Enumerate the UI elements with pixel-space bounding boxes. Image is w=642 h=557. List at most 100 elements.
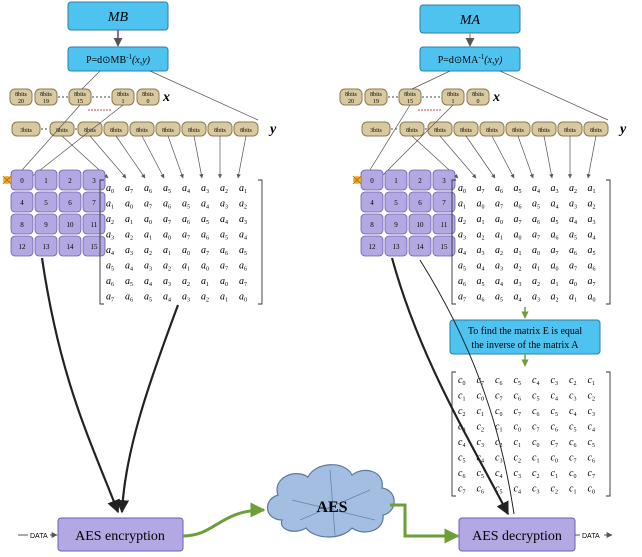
grid-cell-label: 12 [369, 243, 377, 251]
matrix-entry: c0 [532, 437, 539, 449]
matrix-entry: a7 [458, 292, 466, 304]
matrix-entry: a4 [569, 214, 577, 226]
grid-cell-label: 7 [442, 199, 446, 207]
matrix-entry: a2 [551, 292, 559, 304]
bit-index: 19 [373, 99, 379, 105]
matrix-entry: a4 [477, 261, 485, 273]
bit-cell [339, 88, 363, 106]
matrix-entry: a5 [532, 199, 540, 211]
matrix-entry: c6 [588, 453, 595, 465]
right-key-label: MA [459, 13, 481, 28]
left-cursor-icon [2, 175, 12, 185]
matrix-entry: c3 [569, 391, 576, 403]
matrix-entry: a2 [588, 199, 596, 211]
matrix-entry: a3 [182, 292, 190, 304]
matrix-entry: c5 [514, 375, 521, 387]
matrix-entry: a0 [458, 183, 466, 195]
matrix-entry: c1 [514, 437, 521, 449]
matrix-entry: a5 [514, 183, 522, 195]
grid-cell [360, 235, 384, 257]
matrix-entry: a5 [551, 214, 559, 226]
matrix-entry: c5 [477, 468, 484, 480]
matrix-entry: a4 [551, 199, 559, 211]
matrix-entry: a6 [163, 199, 171, 211]
grid-cell-label: 14 [67, 243, 75, 251]
matrix-entry: c5 [495, 484, 502, 496]
matrix-entry: a7 [125, 183, 133, 195]
matrix-entry: c4 [495, 468, 502, 480]
matrix-entry: a0 [477, 199, 485, 211]
enc-to-cloud-arrow [182, 502, 266, 538]
matrix-entry: a1 [477, 214, 485, 226]
bit-cell [466, 88, 490, 106]
grid-cell-label: 4 [370, 199, 374, 207]
inverse-line-1: To find the matrix E is equal [468, 326, 582, 337]
grid-cell [432, 213, 456, 235]
grid-cell-label: 4 [20, 199, 24, 207]
matrix-entry: a2 [532, 276, 540, 288]
bit-index: 19 [43, 99, 49, 105]
matrix-entry: c5 [551, 406, 558, 418]
matrix-entry: a3 [106, 230, 114, 242]
matrix-entry: a3 [125, 245, 133, 257]
grid-cell-label: 8 [370, 221, 374, 229]
matrix-entry: a0 [514, 230, 522, 242]
matrix-entry: a4 [495, 276, 503, 288]
grid-cell [384, 169, 408, 191]
matrix-entry: a7 [182, 230, 190, 242]
matrix-entry: a5 [125, 276, 133, 288]
bit-label: 8bits [15, 92, 27, 98]
bit-label: 3bits [20, 128, 32, 134]
matrix-entry: c1 [532, 453, 539, 465]
bit-index: 1 [122, 99, 125, 105]
matrix-entry: c7 [477, 375, 484, 387]
matrix-entry: a3 [569, 199, 577, 211]
matrix-entry: c2 [458, 406, 465, 418]
matrix-entry: c6 [551, 422, 558, 434]
matrix-entry: a3 [495, 261, 503, 273]
left-curve-2 [115, 304, 180, 514]
matrix-entry: c7 [514, 406, 521, 418]
matrix-entry: a4 [532, 183, 540, 195]
matrix-entry: a4 [588, 230, 596, 242]
matrix-entry: a1 [514, 245, 522, 257]
matrix-entry: a6 [182, 214, 190, 226]
matrix-entry: a5 [458, 261, 466, 273]
matrix-entry: a2 [125, 230, 133, 242]
left-connector-lines [14, 70, 259, 179]
matrix-entry: a5 [569, 230, 577, 242]
matrix-entry: c2 [532, 468, 539, 480]
grid-cell-label: 7 [92, 199, 96, 207]
matrix-entry: a7 [144, 199, 152, 211]
matrix-entry: a3 [144, 261, 152, 273]
grid-cell [432, 191, 456, 213]
data-out-label: DATA [582, 533, 600, 540]
grid-cell [408, 169, 432, 191]
matrix-entry: a3 [239, 214, 247, 226]
grid-cell-label: 0 [370, 177, 374, 185]
matrix-entry: a6 [551, 230, 559, 242]
matrix-entry: a0 [551, 261, 559, 273]
matrix-entry: a1 [125, 214, 133, 226]
bit-label: 8bits [56, 128, 68, 134]
matrix-entry: a1 [239, 183, 247, 195]
matrix-entry: a0 [201, 261, 209, 273]
matrix-bracket-left [99, 179, 104, 305]
matrix-entry: a5 [106, 261, 114, 273]
matrix-entry: a5 [182, 199, 190, 211]
bit-label: 3bits [370, 128, 382, 134]
matrix-entry: a6 [458, 276, 466, 288]
matrix-entry: a0 [495, 214, 503, 226]
grid-cell-label: 6 [418, 199, 422, 207]
matrix-entry: a0 [569, 276, 577, 288]
matrix-entry: a5 [239, 245, 247, 257]
grid-cell [34, 235, 58, 257]
matrix-entry: c2 [495, 437, 502, 449]
matrix-entry: c0 [514, 422, 521, 434]
matrix-entry: c4 [588, 422, 595, 434]
grid-cell [58, 213, 82, 235]
grid-cell [360, 191, 384, 213]
right-curve-1 [390, 257, 509, 516]
matrix-entry: a2 [220, 183, 228, 195]
aes-cloud-label: AES [316, 499, 347, 516]
